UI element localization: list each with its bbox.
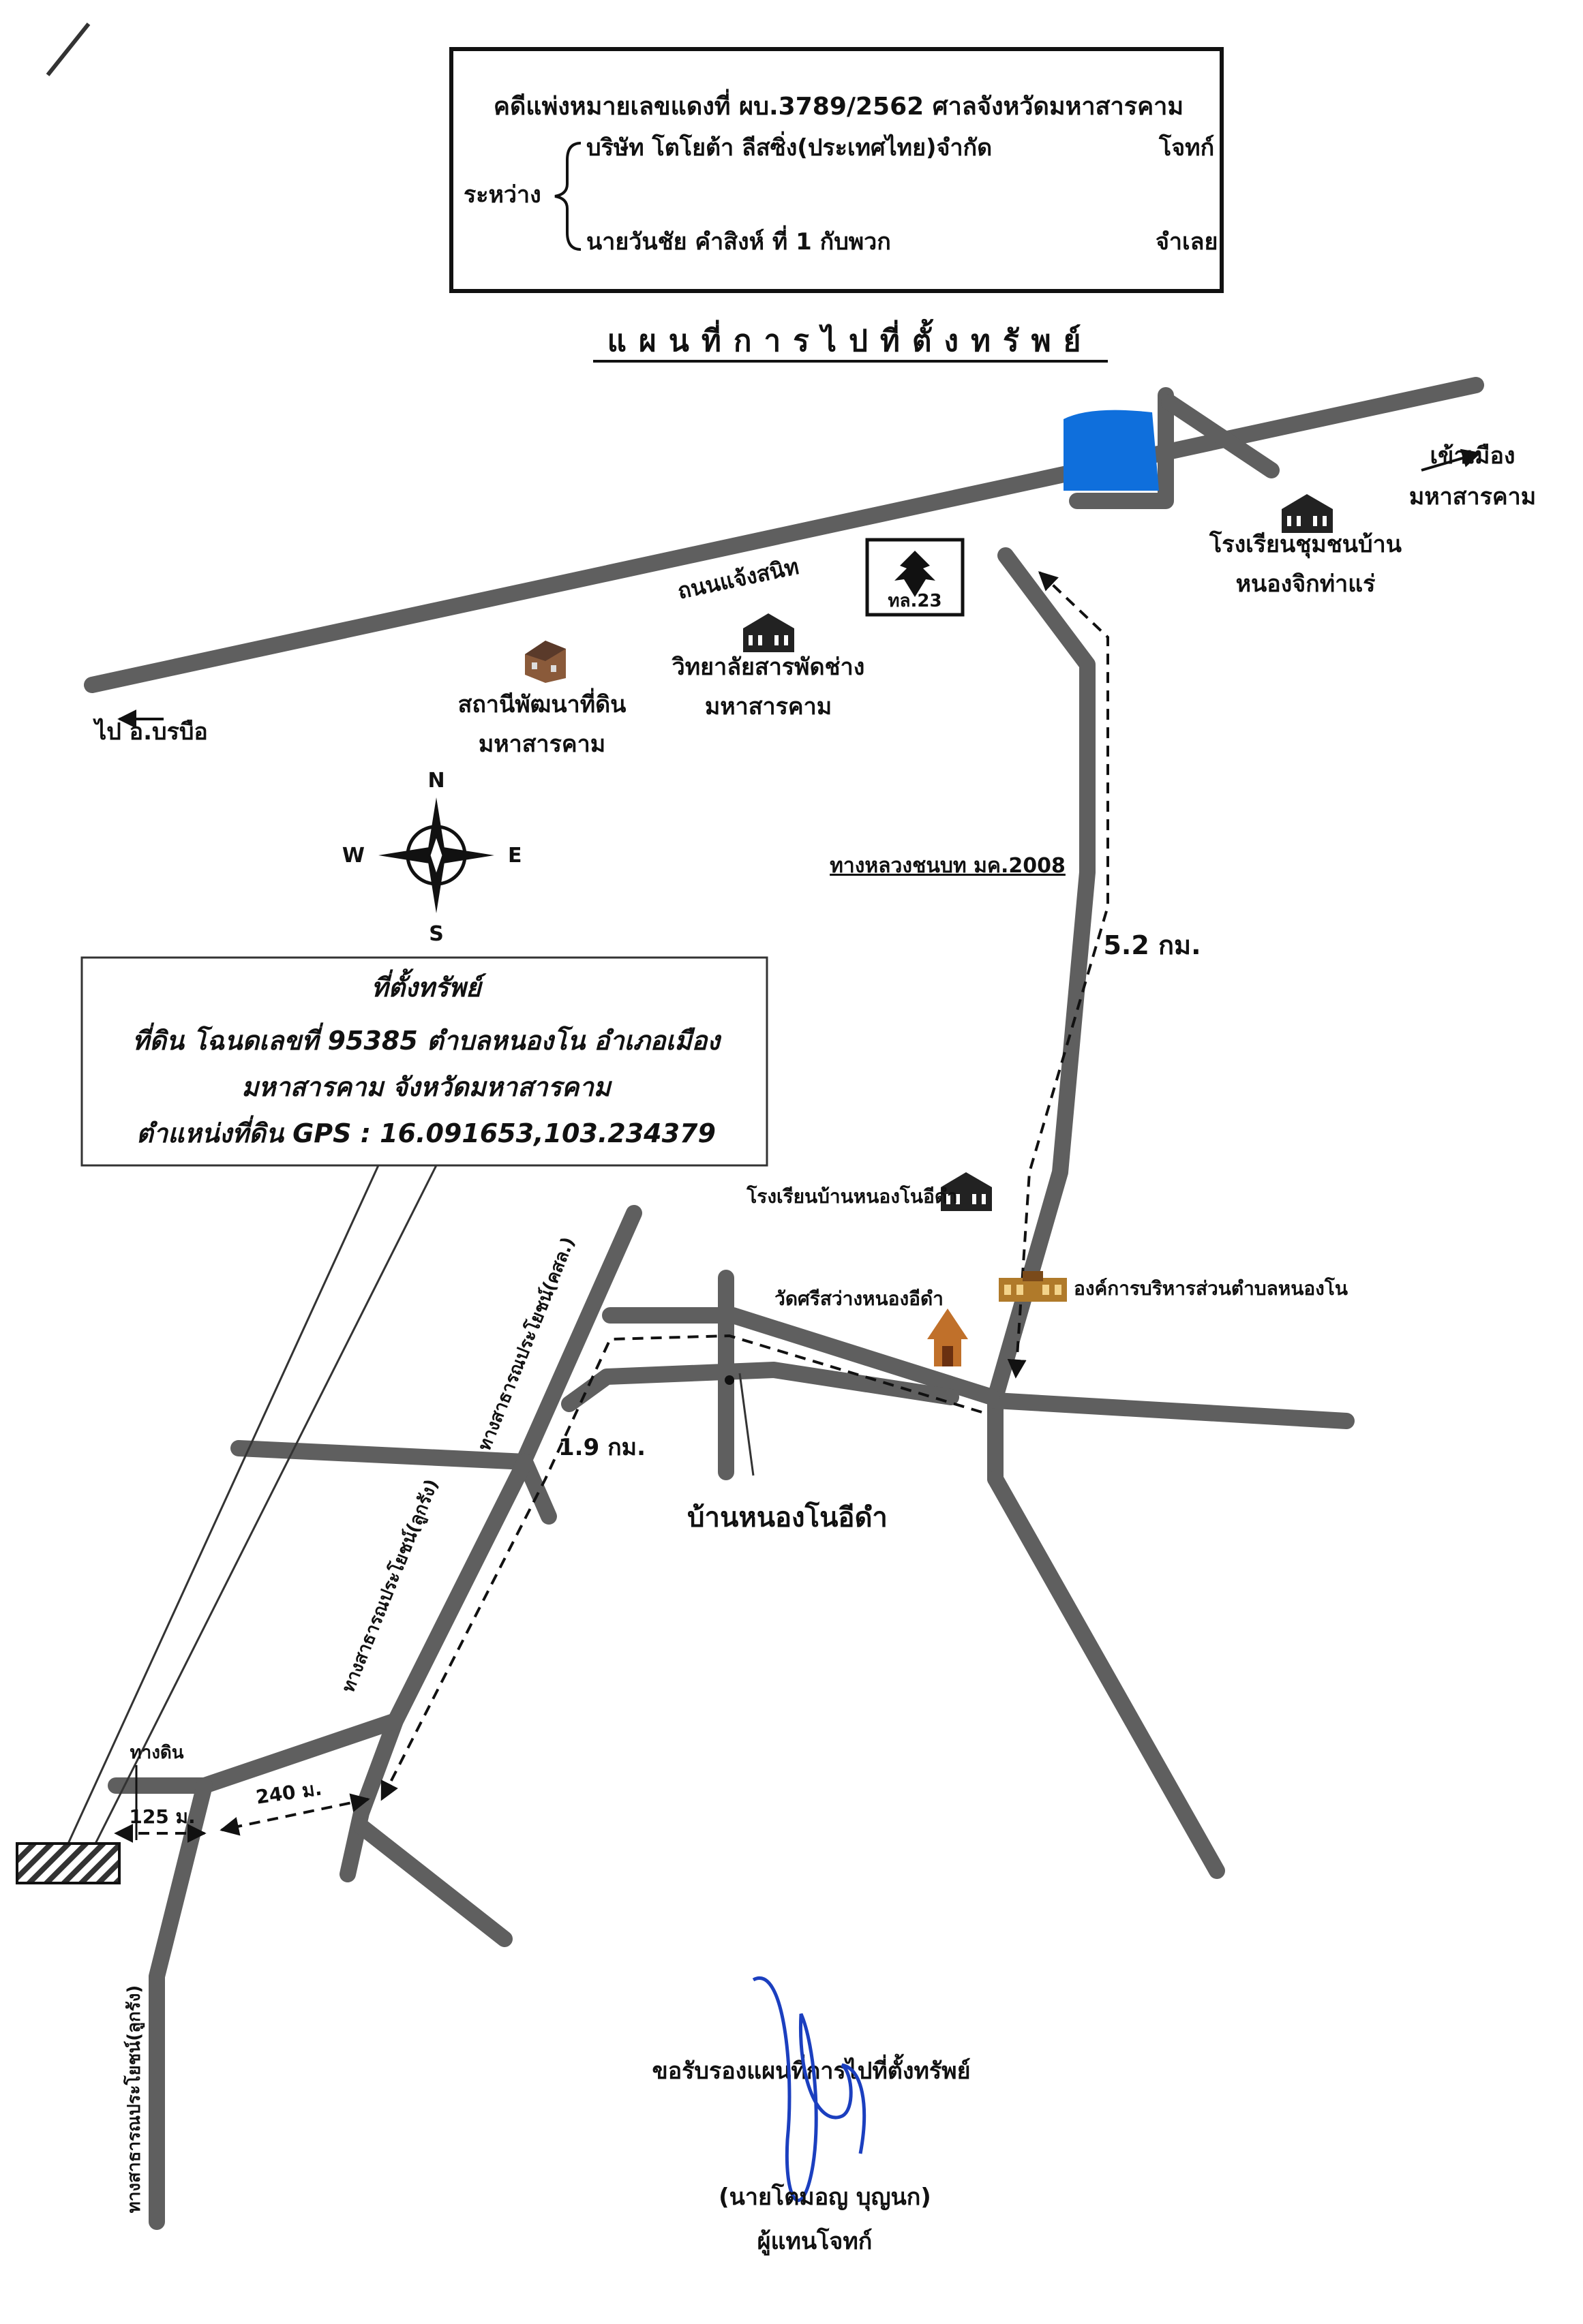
label-college-1: วิทยาลัยสารพัดช่าง — [672, 654, 865, 681]
signature-icon — [752, 1976, 866, 2203]
label-public-road-concrete: ทางสาธารณประโยชน์(คสล.) — [473, 1234, 579, 1454]
property-box: ที่ตั้งทรัพย์ ที่ดิน โฉนดเลขที่ 95385 ตำ… — [80, 956, 768, 1167]
water-pond-icon — [1064, 410, 1159, 491]
case-number: คดีแพ่งหมายเลขแดงที่ ผบ.3789/2562 ศาลจัง… — [494, 89, 1184, 121]
roads — [84, 377, 1484, 2230]
label-village: บ้านหนองโนอีดำ — [687, 1501, 888, 1533]
property-line-1: ที่ดิน โฉนดเลขที่ 95385 ตำบลหนองโน อำเภอ… — [132, 1022, 722, 1056]
label-temple: วัดศรีสว่างหนองอีดำ — [774, 1287, 944, 1310]
garuda-icon: ทล.23 — [865, 538, 965, 617]
defendant-role: จำเลย — [1156, 228, 1218, 256]
certify-role: ผู้แทนโจทก์ — [757, 2227, 873, 2256]
rural-road-2008 — [987, 547, 1096, 1405]
highway-label: ทล.23 — [888, 591, 941, 611]
school-icon — [941, 1172, 992, 1211]
label-land-station-2: มหาสารคาม — [479, 731, 605, 758]
certify-name: (นายโตมอญ บุญนก) — [719, 2183, 931, 2212]
label-to-borabue: ไป อ.บรบือ — [93, 718, 208, 746]
side-road-diagonal — [1161, 394, 1280, 478]
label-public-road-laterite-2: ทางสาธารณประโยชน์(ลูกรัง) — [123, 1985, 145, 2214]
land-station-icon — [525, 641, 566, 683]
label-school-nong-no: โรงเรียนบ้านหนองโนอีดำ — [746, 1184, 958, 1208]
pointer-line-2 — [94, 1165, 438, 1844]
compass-s: S — [429, 922, 444, 946]
office-icon — [999, 1271, 1067, 1302]
between-label: ระหว่าง — [464, 181, 541, 209]
property-line-2: มหาสารคาม จังหวัดมหาสารคาม — [241, 1072, 612, 1102]
label-rural-road: ทางหลวงชนบท มค.2008 — [830, 854, 1066, 878]
label-school-top-1: โรงเรียนชุมชนบ้าน — [1209, 530, 1402, 559]
defendant-name: นายวันชัย คำสิงห์ ที่ 1 กับพวก — [586, 225, 891, 256]
compass-e: E — [508, 844, 522, 868]
arrow-to-city — [1421, 448, 1481, 472]
case-header: คดีแพ่งหมายเลขแดงที่ ผบ.3789/2562 ศาลจัง… — [449, 47, 1224, 293]
label-dirt-road: ทางดิน — [130, 1743, 183, 1763]
label-tambon-org: องค์การบริหารส่วนตำบลหนองโน — [1074, 1276, 1348, 1300]
compass-n: N — [427, 769, 444, 793]
brace — [554, 142, 582, 251]
pointer-line-1 — [67, 1165, 380, 1844]
label-to-city-2: มหาสารคาม — [1409, 483, 1536, 510]
temple-icon — [927, 1309, 968, 1366]
label-college-2: มหาสารคาม — [705, 693, 832, 720]
plaintiff-role: โจทก์ — [1158, 134, 1214, 162]
label-distance-3: 125 ม. — [129, 1805, 195, 1828]
label-distance-2: 1.9 กม. — [558, 1434, 646, 1461]
label-distance-4: 240 ม. — [254, 1777, 323, 1808]
route-dashed — [114, 571, 1109, 1843]
college-icon — [743, 613, 794, 652]
compass-w: W — [342, 844, 365, 868]
scan-mark — [46, 22, 91, 76]
compass-icon: N S E W — [342, 769, 522, 946]
label-land-station-1: สถานีพัฒนาที่ดิน — [458, 688, 627, 718]
property-title: ที่ตั้งทรัพย์ — [371, 968, 487, 1003]
school-icon — [1282, 494, 1333, 533]
label-school-top-2: หนองจิกท่าแร่ — [1236, 570, 1376, 598]
village-pointer — [738, 1373, 755, 1476]
label-to-city: เข้าเมือง — [1430, 442, 1515, 470]
property-line-3: ตำแหน่งที่ดิน GPS : 16.091653,103.234379 — [136, 1115, 716, 1148]
side-road-top — [1069, 387, 1174, 509]
plaintiff-name: บริษัท โตโยต้า ลีสซิ่ง(ประเทศไทย)จำกัด — [586, 131, 992, 162]
label-distance-1: 5.2 กม. — [1103, 930, 1201, 960]
main-highway-road — [84, 377, 1484, 693]
parcel-hatch-icon — [16, 1842, 121, 1884]
map-title: แผนที่การไปที่ตั้งทรัพย์ — [607, 318, 1094, 358]
